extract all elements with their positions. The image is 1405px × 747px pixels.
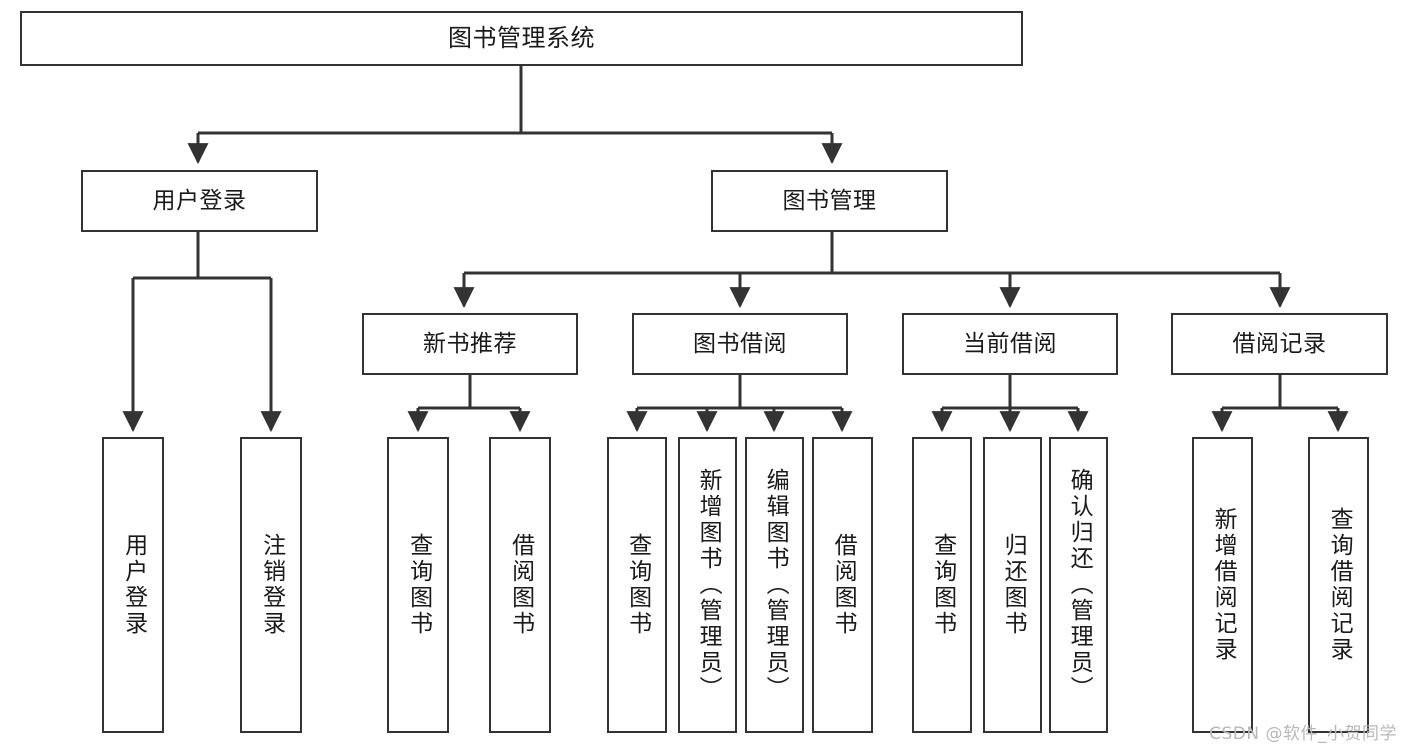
node-leaf-query-book-2[interactable]: 查询图书	[607, 437, 667, 733]
node-leaf-query-book-3[interactable]: 查询图书	[912, 437, 972, 733]
node-leaf-confirm-return-label: 确认归还（管理员）	[1066, 468, 1093, 702]
node-leaf-add-record-label: 新增借阅记录	[1210, 507, 1237, 663]
node-leaf-add-book-label: 新增图书（管理员）	[695, 468, 722, 702]
node-leaf-return-book-label: 归还图书	[1000, 533, 1027, 637]
node-new-book-recommend[interactable]: 新书推荐	[362, 313, 578, 375]
node-current-borrow[interactable]: 当前借阅	[902, 313, 1118, 375]
node-leaf-add-book[interactable]: 新增图书（管理员）	[678, 437, 737, 733]
node-leaf-return-book[interactable]: 归还图书	[983, 437, 1042, 733]
node-leaf-confirm-return[interactable]: 确认归还（管理员）	[1049, 437, 1108, 733]
node-user-login[interactable]: 用户登录	[81, 170, 318, 232]
node-new-book-recommend-label: 新书推荐	[423, 330, 517, 357]
node-leaf-query-book-3-label: 查询图书	[929, 533, 956, 637]
node-root-label: 图书管理系统	[448, 23, 595, 52]
node-leaf-borrow-book-2[interactable]: 借阅图书	[812, 437, 873, 733]
node-borrow-record-label: 借阅记录	[1232, 330, 1327, 357]
node-book-borrow[interactable]: 图书借阅	[632, 313, 848, 375]
node-book-manage[interactable]: 图书管理	[711, 170, 948, 232]
node-leaf-query-record-label: 查询借阅记录	[1326, 507, 1353, 663]
node-leaf-borrow-book-1[interactable]: 借阅图书	[489, 437, 551, 733]
node-book-manage-label: 图书管理	[782, 187, 877, 214]
node-leaf-query-record[interactable]: 查询借阅记录	[1308, 437, 1369, 733]
node-current-borrow-label: 当前借阅	[963, 330, 1057, 357]
watermark-text: CSDN @软件_小贺同学	[1209, 724, 1397, 744]
node-user-login-label: 用户登录	[152, 187, 247, 214]
node-book-borrow-label: 图书借阅	[693, 330, 787, 357]
node-leaf-query-book-1-label: 查询图书	[405, 533, 432, 637]
node-leaf-edit-book[interactable]: 编辑图书（管理员）	[745, 437, 804, 733]
node-leaf-query-book-1[interactable]: 查询图书	[387, 437, 449, 733]
node-leaf-query-book-2-label: 查询图书	[624, 533, 651, 637]
node-leaf-borrow-book-2-label: 借阅图书	[830, 533, 857, 637]
node-leaf-edit-book-label: 编辑图书（管理员）	[762, 468, 789, 702]
node-leaf-add-record[interactable]: 新增借阅记录	[1192, 437, 1253, 733]
node-root[interactable]: 图书管理系统	[20, 11, 1023, 66]
node-leaf-logout-label: 注销登录	[258, 533, 285, 637]
node-leaf-borrow-book-1-label: 借阅图书	[507, 533, 534, 637]
node-leaf-user-login[interactable]: 用户登录	[102, 437, 164, 733]
node-leaf-logout[interactable]: 注销登录	[240, 437, 302, 733]
node-leaf-user-login-label: 用户登录	[120, 533, 147, 637]
node-borrow-record[interactable]: 借阅记录	[1171, 313, 1388, 375]
